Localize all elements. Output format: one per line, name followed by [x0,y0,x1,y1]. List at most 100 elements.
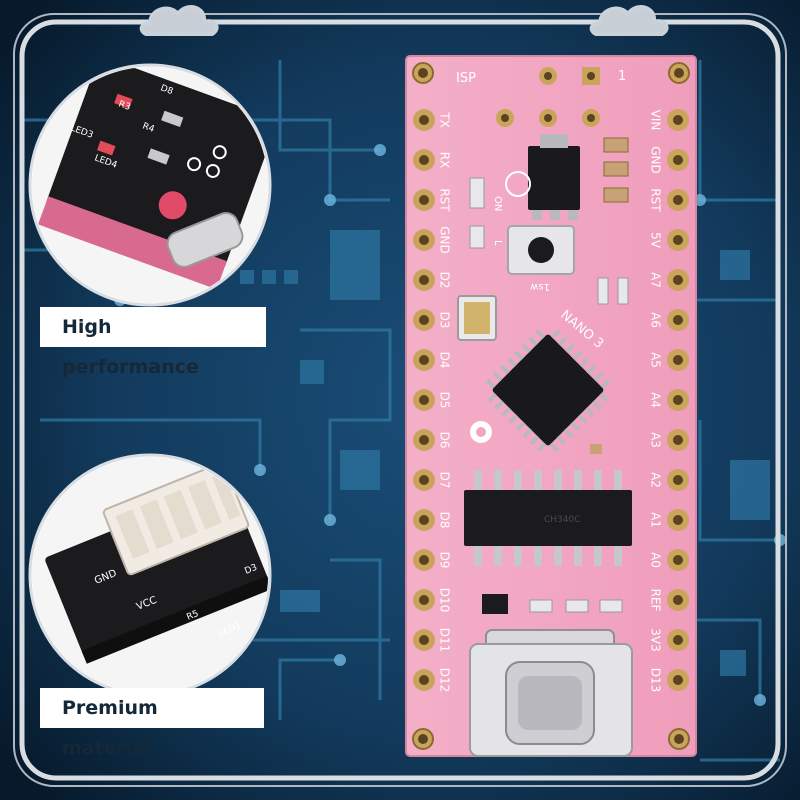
inset-top-label-d8: D8 [159,83,175,97]
ic-pin [554,544,562,566]
ic-pin [614,470,622,492]
left-pin-label: D5 [438,392,452,409]
right-pin-label: RST [649,188,663,212]
caption-premium-material: Premium material [40,688,264,759]
inset-bottom: GND VCC R5 LED1 D3 [28,453,272,697]
right-pin-hole [667,229,689,251]
pin-one-label: 1 [618,69,626,84]
l-led-label: L [492,240,503,246]
left-pin-label: D2 [438,272,452,289]
ic-pin [494,544,502,566]
ic-pin [554,470,562,492]
cloud-ornament-left [139,5,219,36]
right-pin-label: A7 [649,272,663,288]
right-pin-label: D13 [649,668,663,693]
ic-pin [574,470,582,492]
inset-bottom-label-d3: D3 [243,563,258,577]
right-pin-hole [667,669,689,691]
right-pin-hole [667,509,689,531]
left-pin-label: D3 [438,312,452,329]
right-pin-label: REF [649,589,663,612]
left-pin-hole [413,349,435,371]
left-pin-hole [413,549,435,571]
circuit-chips [240,230,770,676]
left-pin-label: D6 [438,432,452,449]
isp-header [496,67,600,127]
right-pin-hole [667,469,689,491]
ic-pin [494,470,502,492]
right-pin-hole [667,149,689,171]
ic-pin [574,544,582,566]
right-pin-hole [667,109,689,131]
button-label: 1sw [530,281,550,292]
ic-pin [514,544,522,566]
right-pin-label: A5 [649,352,663,368]
ic-pin [614,544,622,566]
left-pin-hole [413,229,435,251]
right-pin-hole [667,269,689,291]
right-pin-label: A0 [649,552,663,568]
gear-logo-icon [470,421,492,443]
left-pin-hole [413,509,435,531]
ic-pin [594,470,602,492]
usb-c-port [469,629,633,757]
right-pin-label: A6 [649,312,663,328]
right-pin-label: A2 [649,472,663,488]
right-pin-label: GND [649,146,663,174]
right-pin-hole [667,189,689,211]
usb-serial-chip: CH340C [464,470,632,566]
left-pin-label: D11 [438,628,452,653]
ic-pin [534,470,542,492]
left-pin-label: RST [438,188,452,212]
left-pin-label: D7 [438,472,452,489]
right-pin-hole [667,549,689,571]
reset-button [507,225,575,275]
right-pin-hole [667,389,689,411]
left-pin-label: D12 [438,668,452,693]
smd-components [469,137,629,305]
voltage-regulator [528,134,580,220]
left-pin-hole [413,629,435,651]
left-pin-hole [413,669,435,691]
left-pin-hole [413,589,435,611]
right-pin-label: A4 [649,392,663,408]
right-pin-label: 5V [649,232,663,249]
left-pin-label: TX [438,111,452,128]
cloud-ornament-right [589,5,669,36]
left-pin-hole [413,269,435,291]
nano-board: ISP 1 TX RX RST GND D2D3D4D5D6D7D8D9D10D11D1… [405,55,697,757]
left-pin-hole [413,389,435,411]
right-pin-hole [667,349,689,371]
ic-pin [594,544,602,566]
left-pin-label: D8 [438,512,452,529]
left-pin-label: D10 [438,588,452,613]
left-pin-label: D9 [438,552,452,569]
inset-top-label-r4: R4 [141,121,156,135]
isp-label: ISP [456,71,476,86]
caption-high-performance: High performance [40,307,266,378]
left-pin-label: RX [438,152,452,169]
right-pin-label: A1 [649,512,663,528]
lower-smd-components [482,594,623,614]
right-pin-label: A3 [649,432,663,448]
ic-marking: CH340C [544,515,581,525]
right-pin-label: VIN [649,110,663,131]
ic-pin [514,470,522,492]
crystal-oscillator [457,295,497,341]
left-pin-row [413,109,435,691]
right-pin-hole [667,629,689,651]
inset-top-label-r3: R3 [117,99,132,112]
microcontroller-chip [485,329,611,453]
inset-top: LED3 LED4 R3 R4 D8 [28,63,272,307]
right-pin-hole [667,589,689,611]
left-pin-label: D4 [438,352,452,369]
left-pin-hole [413,189,435,211]
decorative-frame [19,19,781,781]
right-pin-hole [667,429,689,451]
right-pin-hole [667,309,689,331]
jst-connector [102,462,250,576]
ic-pin [474,470,482,492]
left-pin-hole [413,149,435,171]
